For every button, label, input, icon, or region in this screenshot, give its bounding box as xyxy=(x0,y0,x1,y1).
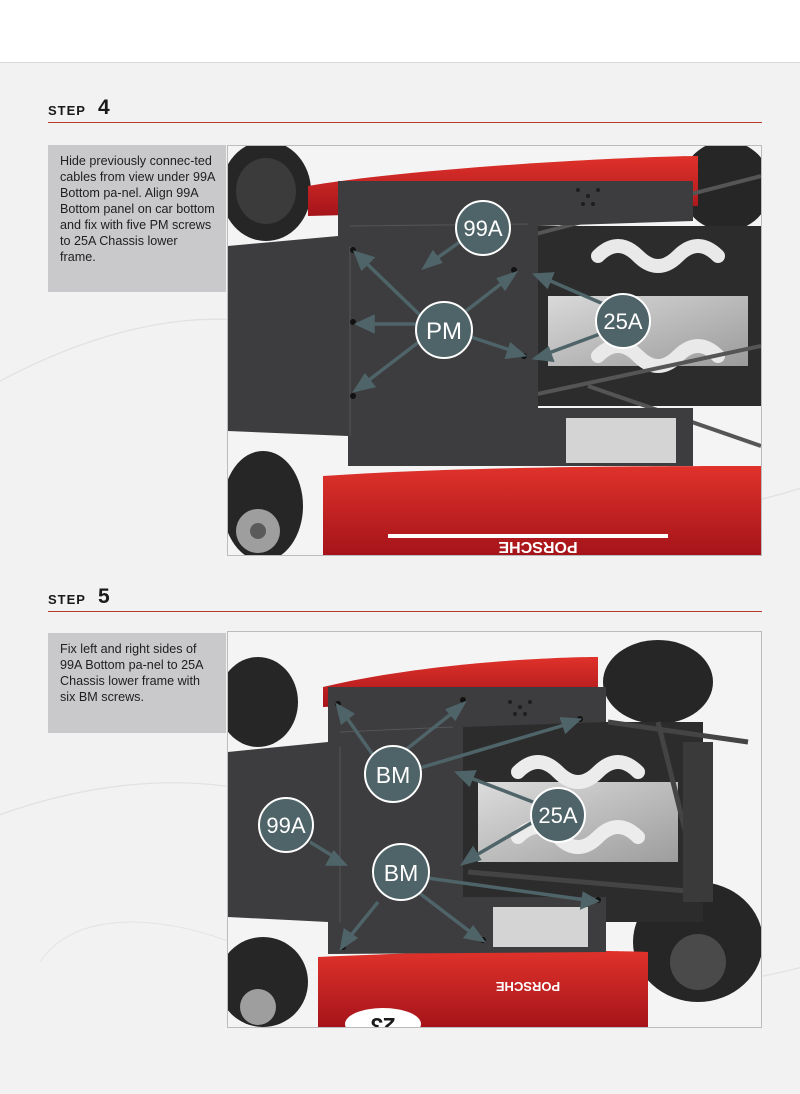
svg-text:BM: BM xyxy=(384,860,419,886)
svg-text:25A: 25A xyxy=(538,803,577,828)
step-number: 5 xyxy=(98,585,110,608)
step-label: STEP xyxy=(48,103,86,118)
callout-99a: 99A xyxy=(258,797,314,853)
race-number-roundel: 23 xyxy=(345,1008,421,1027)
step-4-instruction: Hide previously connec-ted cables from v… xyxy=(48,145,226,292)
step-label: STEP xyxy=(48,592,86,607)
step-number: 4 xyxy=(98,96,110,119)
step-4-heading: STEP 4 xyxy=(48,94,762,123)
svg-text:PM: PM xyxy=(426,318,462,345)
body-lettering: PORSCHE xyxy=(496,979,561,994)
svg-text:99A: 99A xyxy=(463,216,502,241)
page-header-bar xyxy=(0,0,800,63)
body-lettering: PORSCHE xyxy=(498,538,577,555)
svg-text:23: 23 xyxy=(371,1013,395,1027)
callout-25a: 25A xyxy=(595,293,651,349)
callout-99a: 99A xyxy=(455,200,511,256)
svg-text:99A: 99A xyxy=(266,813,305,838)
callout-bm-bottom: BM xyxy=(372,843,430,901)
svg-text:25A: 25A xyxy=(603,309,642,334)
callout-pm: PM xyxy=(415,301,473,359)
step-5-photo: PORSCHE 23 xyxy=(227,631,762,1028)
callout-bm-top: BM xyxy=(364,745,422,803)
callout-25a: 25A xyxy=(530,787,586,843)
step-5-heading: STEP 5 xyxy=(48,583,762,612)
step-5-instruction: Fix left and right sides of 99A Bottom p… xyxy=(48,633,226,733)
svg-text:BM: BM xyxy=(376,762,411,788)
step-4-photo: PORSCHE 99A xyxy=(227,145,762,556)
